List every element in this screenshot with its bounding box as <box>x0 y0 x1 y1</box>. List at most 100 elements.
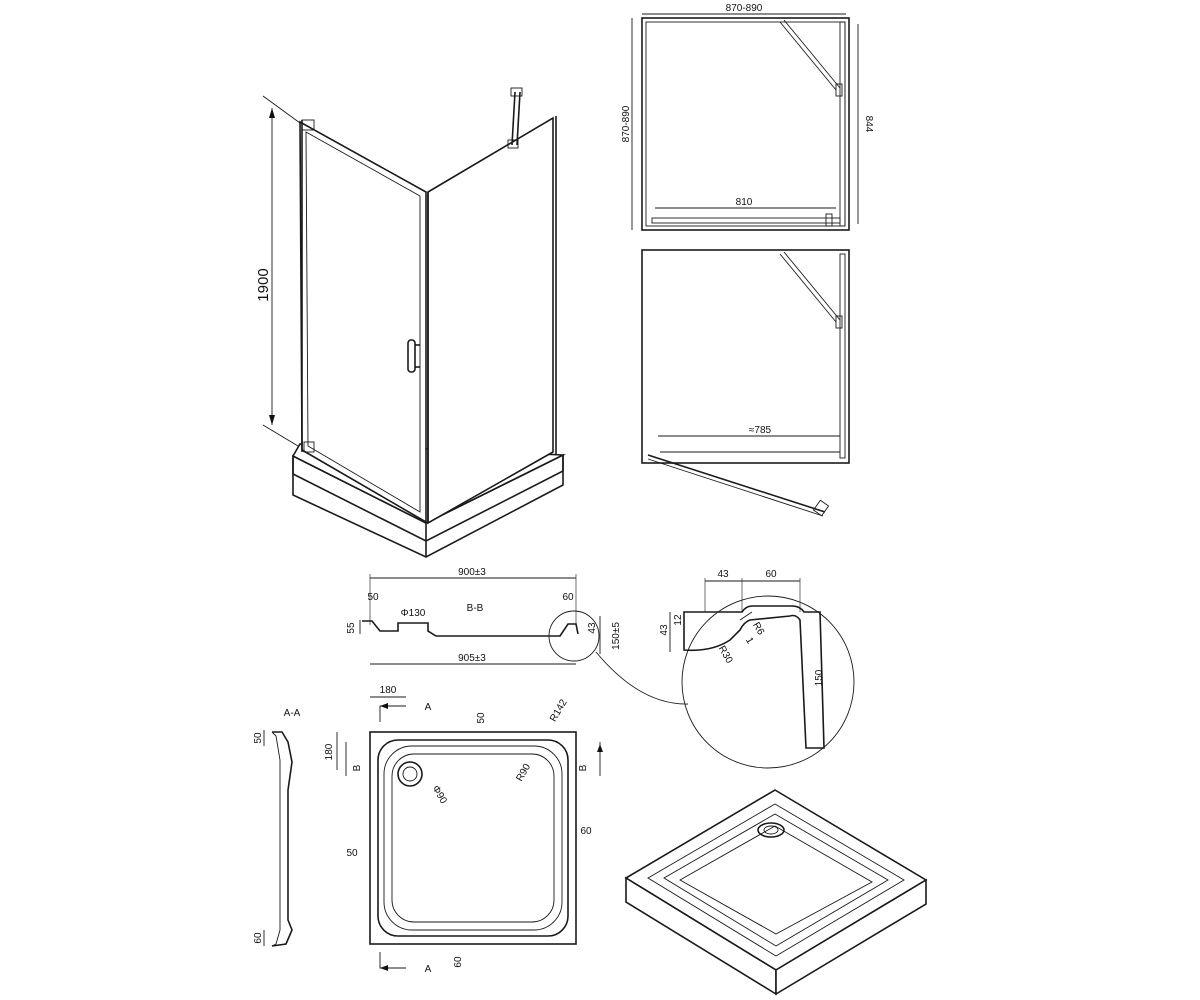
d180-side: 180 <box>324 743 335 760</box>
detail-callout-circle <box>548 610 600 662</box>
stabilizer-clamp <box>507 139 519 149</box>
drain-label: Φ130 <box>401 608 426 619</box>
total-height-label: 150±5 <box>611 622 622 650</box>
detail-leader <box>595 651 689 705</box>
open-door-label: ≈785 <box>749 425 772 436</box>
stabilizer-bar <box>516 91 521 146</box>
left-rim-label: 50 <box>367 592 379 603</box>
tray-iso-floor <box>679 825 873 935</box>
open-door-glass <box>647 454 826 513</box>
depth-label: 870-890 <box>621 105 632 142</box>
enclosure-isometric: 1900 <box>255 87 567 558</box>
detail-circle <box>681 595 855 769</box>
door-handle <box>407 339 416 373</box>
d60-right: 60 <box>580 826 592 837</box>
aa-bottom-label: 60 <box>253 932 264 944</box>
stabilizer-clamp <box>510 87 523 97</box>
tray-floor <box>391 753 555 923</box>
tray-outer <box>369 731 577 945</box>
top-width-label: 900±3 <box>458 567 486 578</box>
phi90: Φ90 <box>430 784 449 806</box>
left-height-label: 55 <box>346 622 357 634</box>
r90: R90 <box>514 762 533 784</box>
plan-outline <box>641 17 850 231</box>
stabilizer-open <box>783 251 841 321</box>
side-glass <box>839 21 846 227</box>
detail-150: 150 <box>814 669 825 686</box>
stabilizer-clamp-open <box>835 315 843 329</box>
top-hinge <box>301 119 315 131</box>
section-aa-inner <box>271 731 281 947</box>
open-door-glass <box>647 458 824 517</box>
door-inner-frame <box>305 131 421 513</box>
door-hinge-plan <box>825 213 833 227</box>
d180-top: 180 <box>380 685 397 696</box>
detail-1: 1 <box>743 636 756 647</box>
plan-open-outline <box>641 249 850 464</box>
arrow-head <box>269 415 275 425</box>
section-bb-profile <box>362 620 579 637</box>
cut-b-right: B <box>578 764 589 771</box>
cut-a-bottom: A <box>425 964 432 975</box>
d50-top: 50 <box>476 712 487 724</box>
plan-view-closed: 870-890 870-890 844 810 <box>621 3 874 231</box>
detail-60: 60 <box>765 569 777 580</box>
section-bb-title: B-B <box>467 603 484 614</box>
stabilizer-clamp-plan <box>835 83 843 97</box>
cut-marker-a-top <box>379 705 406 722</box>
stabilizer-plan <box>779 21 837 91</box>
r142: R142 <box>548 697 570 724</box>
arrow-head <box>597 744 603 752</box>
height-label: 1900 <box>255 268 272 301</box>
tray-iso-basin <box>663 813 889 947</box>
tray-iso-drain <box>757 822 785 838</box>
arrow-head <box>269 108 275 118</box>
side-label: 844 <box>863 116 874 133</box>
aa-top-label: 50 <box>253 732 264 744</box>
tray-rim <box>377 739 569 937</box>
tray-basin <box>383 745 563 931</box>
detail-43-side: 43 <box>659 624 670 636</box>
tray-isometric <box>624 789 928 996</box>
drain-outer <box>397 761 423 787</box>
detail-radius-leader <box>739 611 753 621</box>
arrow-head <box>380 965 388 971</box>
right-step-label: 43 <box>587 622 598 634</box>
tray-iso-drain-inner <box>763 825 779 835</box>
detail-43-top: 43 <box>717 569 729 580</box>
detail-profile <box>683 605 825 749</box>
side-panel <box>427 116 554 525</box>
cut-a-top: A <box>425 702 432 713</box>
door-label: 810 <box>736 197 753 208</box>
tray-iso-front-right <box>775 878 927 996</box>
drain-inner <box>402 766 418 782</box>
detail-r30: R30 <box>716 644 735 666</box>
detail-12: 12 <box>673 614 684 626</box>
bottom-hinge <box>303 441 315 453</box>
cut-marker-a-bottom <box>379 952 406 969</box>
stabilizer-open <box>779 253 837 323</box>
door-glass-plan <box>651 217 841 224</box>
cut-b-left: B <box>352 764 363 771</box>
tray-plan-view: 180 180 50 R142 R90 Φ90 60 50 60 A A B B <box>324 685 603 975</box>
height-ext-top <box>262 95 301 124</box>
tray-outline <box>292 455 564 558</box>
bottom-width-label: 905±3 <box>458 653 486 664</box>
side-glass-open <box>839 253 846 459</box>
arrow-head <box>380 703 388 709</box>
section-aa: A-A 50 60 <box>253 708 301 947</box>
plan-inner <box>645 21 846 227</box>
d50-left: 50 <box>346 848 358 859</box>
d60-bottom: 60 <box>453 956 464 968</box>
right-rim-label: 60 <box>562 592 574 603</box>
detail-view: 43 60 12 43 R6 R30 1 150 <box>659 569 855 769</box>
height-ext-bottom <box>262 424 299 447</box>
open-door-handle <box>812 499 830 517</box>
tray-iso-rim <box>647 803 905 957</box>
section-aa-title: A-A <box>284 708 301 719</box>
width-label: 870-890 <box>726 3 763 14</box>
section-aa-profile <box>271 731 293 947</box>
plan-view-open: ≈785 <box>641 249 850 517</box>
stabilizer-bar <box>511 91 516 146</box>
